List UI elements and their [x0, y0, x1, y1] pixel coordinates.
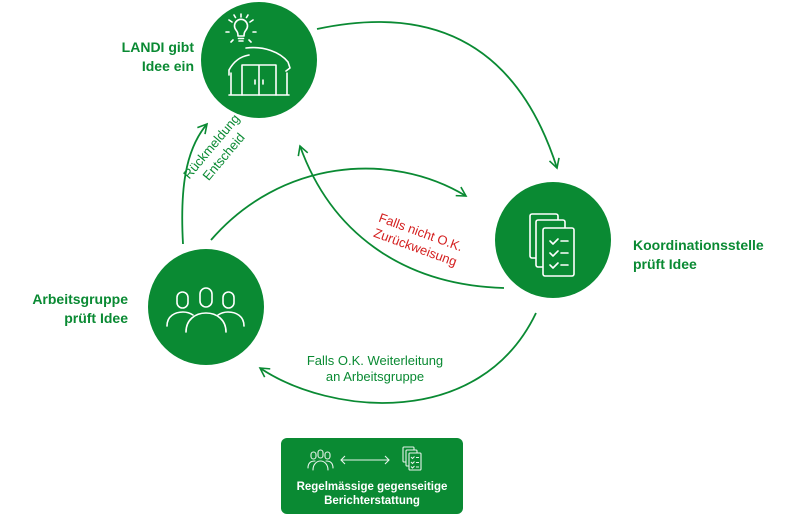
node-koordination-label-line1: Koordinationsstelle	[633, 237, 764, 253]
node-koordination-label: Koordinationsstelle prüft Idee	[633, 236, 764, 274]
node-koordination-label-line2: prüft Idee	[633, 256, 697, 272]
flow-forward-line1: Falls O.K. Weiterleitung	[306, 353, 444, 368]
arrow-koordination-to-landi-rejection	[297, 144, 505, 289]
node-arbeitsgruppe-label-line1: Arbeitsgruppe	[32, 291, 128, 307]
node-landi-circle	[201, 2, 317, 118]
group-of-people-icon	[166, 287, 245, 333]
arrow-koordination-to-arbeitsgruppe	[258, 312, 537, 404]
flow-forward-label: Falls O.K. Weiterleitung an Arbeitsgrupp…	[300, 353, 450, 385]
arrow-arbeitsgruppe-to-landi	[181, 122, 209, 245]
house-with-lightbulb-icon	[225, 13, 291, 96]
legend-label: Regelmässige gegenseitige Berichterstatt…	[281, 480, 463, 508]
legend-group-of-people-icon	[307, 449, 334, 471]
node-landi-label-line1: LANDI gibt	[121, 39, 194, 55]
legend-label-line2: Berichterstattung	[324, 495, 420, 507]
node-arbeitsgruppe-label: Arbeitsgruppe prüft Idee	[16, 290, 128, 328]
node-arbeitsgruppe-label-line2: prüft Idee	[64, 310, 128, 326]
node-landi-label-line2: Idee ein	[141, 58, 194, 74]
legend-icons	[307, 446, 422, 471]
arrow-landi-to-koordination	[316, 21, 560, 170]
checklist-documents-icon	[529, 213, 575, 277]
arrow-arbeitsgruppe-to-koordination	[210, 167, 468, 241]
flow-forward-line2: an Arbeitsgruppe	[325, 369, 425, 384]
legend-box: Regelmässige gegenseitige Berichterstatt…	[281, 438, 463, 514]
node-landi-label: LANDI gibt Idee ein	[120, 38, 194, 76]
legend-checklist-documents-icon	[402, 446, 422, 471]
legend-double-arrow-icon	[340, 455, 390, 465]
legend-label-line1: Regelmässige gegenseitige	[296, 481, 448, 493]
